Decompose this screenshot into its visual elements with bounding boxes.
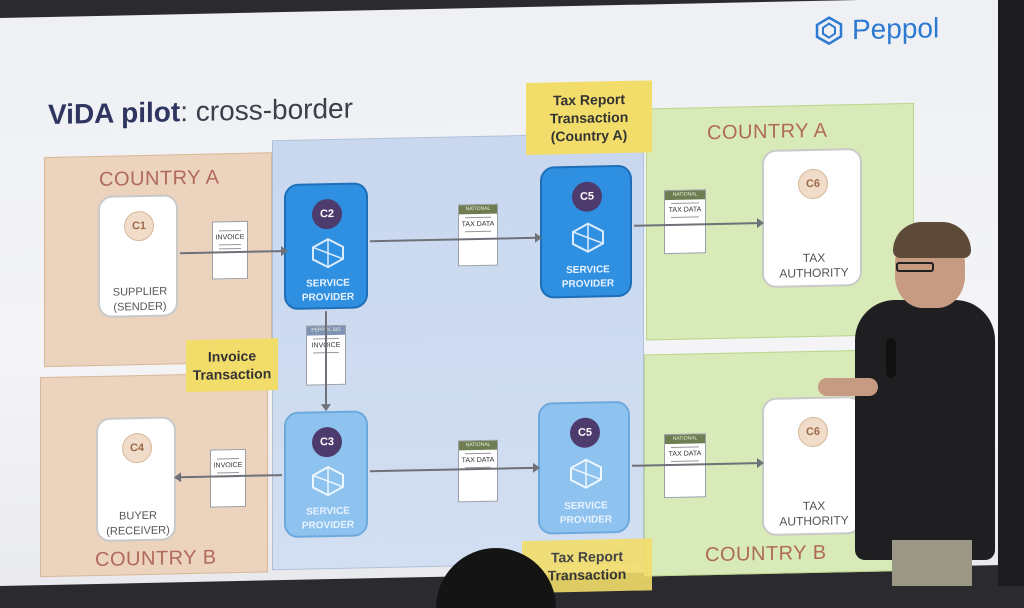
- badge-c5: C5: [572, 181, 602, 213]
- badge-c4: C4: [122, 432, 152, 464]
- note-line: Tax Report: [550, 547, 624, 566]
- badge-c6: C6: [798, 416, 828, 448]
- flow-arrow-down: [325, 311, 327, 406]
- node-label-line2: (SENDER): [113, 300, 167, 314]
- node-label-line2: PROVIDER: [559, 514, 613, 527]
- doc-line: [217, 457, 239, 460]
- presenter-body: [855, 300, 995, 560]
- doc-line: [219, 247, 241, 250]
- doc-label: TAX DATA: [668, 206, 702, 214]
- node-label-line2: PROVIDER: [301, 519, 355, 532]
- document-tax-data: NATIONAL TAX DATA: [664, 189, 706, 255]
- node-label: SUPPLIER (SENDER): [100, 284, 180, 316]
- slide-title-rest: : cross-border: [180, 92, 353, 128]
- note-line: Invoice: [207, 347, 257, 365]
- node-label: TAX AUTHORITY: [764, 250, 864, 282]
- doc-line: [465, 230, 491, 233]
- doc-label: INVOICE: [213, 461, 243, 470]
- node-label: SERVICE PROVIDER: [286, 276, 370, 306]
- peppol-network-icon: [312, 237, 344, 269]
- node-label-line2: PROVIDER: [561, 278, 615, 291]
- microphone: [886, 338, 896, 378]
- badge-c5: C5: [570, 417, 600, 449]
- node-label-line2: (RECEIVER): [106, 524, 170, 538]
- doc-line: [219, 243, 241, 246]
- node-tax-authority-c6-top: C6 TAX AUTHORITY: [762, 147, 864, 289]
- document-tax-data: NATIONAL TAX DATA: [458, 203, 498, 267]
- node-supplier-c1: C1 SUPPLIER (SENDER): [98, 194, 178, 318]
- doc-line: [465, 216, 491, 219]
- note-line: (Country A): [550, 126, 628, 145]
- document-tax-data: NATIONAL TAX DATA: [458, 439, 498, 503]
- note-line: Tax Report: [552, 90, 626, 109]
- node-label-line2: AUTHORITY: [779, 265, 849, 281]
- presenter-hand: [818, 378, 878, 396]
- node-tax-authority-c6-bottom: C6 TAX AUTHORITY: [762, 395, 864, 537]
- doc-line: [671, 216, 699, 218]
- zone-label: COUNTRY B: [95, 546, 217, 572]
- badge-c6: C6: [798, 168, 828, 200]
- note-line: Transaction: [549, 108, 629, 127]
- room-wall: [998, 0, 1024, 586]
- doc-label: TAX DATA: [461, 456, 495, 465]
- node-label-line2: AUTHORITY: [779, 513, 849, 529]
- doc-header: NATIONAL: [665, 434, 705, 445]
- node-service-provider-c3: C3 SERVICE PROVIDER: [284, 410, 370, 539]
- node-label-line1: BUYER: [119, 509, 157, 523]
- doc-header: NATIONAL: [459, 204, 497, 215]
- doc-line: [219, 229, 241, 232]
- slide-title: ViDA pilot: cross-border: [48, 93, 353, 131]
- doc-line: [671, 202, 699, 204]
- doc-line: [671, 460, 699, 462]
- peppol-network-icon: [570, 458, 602, 489]
- node-label: SERVICE PROVIDER: [540, 499, 632, 529]
- slide-title-bold: ViDA pilot: [48, 96, 181, 130]
- doc-label: TAX DATA: [461, 220, 495, 229]
- node-label: BUYER (RECEIVER): [98, 508, 178, 540]
- zone-label: COUNTRY B: [705, 541, 827, 567]
- projection-screen: ViDA pilot: cross-border Peppol COUNTRY …: [0, 0, 1008, 586]
- node-service-provider-c2: C2 SERVICE PROVIDER: [284, 182, 370, 311]
- note-line: Transaction: [547, 565, 627, 584]
- presenter-legs: [892, 540, 972, 586]
- note-tax-report-country-a: Tax Report Transaction (Country A): [526, 80, 652, 155]
- zone-label: COUNTRY A: [99, 166, 220, 191]
- peppol-logo-icon: [815, 16, 843, 46]
- peppol-logo-text: Peppol: [852, 12, 940, 46]
- doc-line: [217, 471, 239, 474]
- node-label: TAX AUTHORITY: [764, 498, 864, 530]
- doc-label: INVOICE: [215, 233, 245, 242]
- node-service-provider-c5-bottom: C5 SERVICE PROVIDER: [538, 400, 632, 535]
- node-service-provider-c5-top: C5 SERVICE PROVIDER: [540, 164, 634, 299]
- badge-c2: C2: [312, 198, 342, 230]
- zone-label: COUNTRY A: [707, 119, 828, 145]
- doc-header: NATIONAL: [665, 190, 705, 201]
- node-label-line2: PROVIDER: [301, 291, 355, 304]
- peppol-logo: Peppol: [814, 12, 939, 47]
- document-invoice-bottom: INVOICE: [210, 448, 246, 508]
- presenter-hair: [893, 222, 971, 258]
- peppol-network-icon: [312, 465, 344, 497]
- doc-line: [671, 446, 699, 448]
- note-invoice-transaction: Invoice Transaction: [186, 338, 278, 393]
- node-label: SERVICE PROVIDER: [286, 504, 370, 534]
- doc-line: [465, 452, 491, 455]
- node-buyer-c4: C4 BUYER (RECEIVER): [96, 416, 176, 542]
- doc-label: TAX DATA: [668, 450, 702, 458]
- peppol-network-icon: [572, 222, 604, 253]
- node-label-line1: SUPPLIER: [112, 285, 168, 299]
- doc-header: NATIONAL: [459, 440, 497, 451]
- note-line: Transaction: [192, 365, 272, 383]
- badge-c3: C3: [312, 426, 342, 458]
- presenter-glasses: [896, 262, 934, 272]
- node-label: SERVICE PROVIDER: [542, 263, 634, 293]
- badge-c1: C1: [124, 210, 154, 242]
